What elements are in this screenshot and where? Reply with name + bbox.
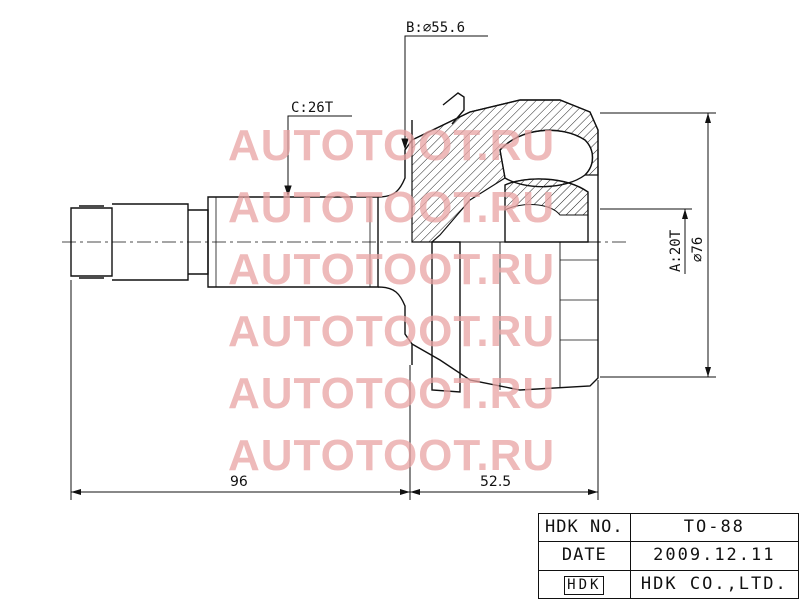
watermark-text: AUTOTOOT.RU [228,183,555,232]
hatched-section-lower [504,178,589,216]
leader-c [287,115,352,195]
label-a: A:20T [668,229,684,272]
title-row-part-number: HDK NO. TO-88 [538,512,800,543]
title-value: TO-88 [629,512,800,543]
title-block: HDK NO. TO-88 DATE 2009.12.11 HDK HDK CO… [538,512,800,600]
dim-label-96: 96 [230,474,248,490]
watermark-group: AUTOTOOT.RU AUTOTOOT.RU AUTOTOOT.RU AUTO… [228,121,555,480]
title-row-company: HDK HDK CO.,LTD. [538,569,800,600]
watermark-text: AUTOTOOT.RU [228,431,555,480]
title-key: DATE [538,541,631,571]
hdk-logo: HDK [564,575,605,595]
watermark-text: AUTOTOOT.RU [228,307,555,356]
title-key: HDK NO. [538,512,631,543]
label-c: C:26T [291,100,334,116]
leader-b [404,35,488,148]
hatched-section-upper [411,99,599,243]
title-row-date: DATE 2009.12.11 [538,541,800,571]
title-value: HDK CO.,LTD. [629,569,800,600]
label-diameter: ⌀76 [690,237,706,262]
title-value: 2009.12.11 [629,541,800,571]
watermark-text: AUTOTOOT.RU [228,245,555,294]
watermark-text: AUTOTOOT.RU [228,369,555,418]
dim-label-52-5: 52.5 [480,474,511,490]
watermark-text: AUTOTOOT.RU [228,121,555,170]
label-b: B:⌀55.6 [406,20,465,36]
hdk-logo-cell: HDK [538,569,631,600]
